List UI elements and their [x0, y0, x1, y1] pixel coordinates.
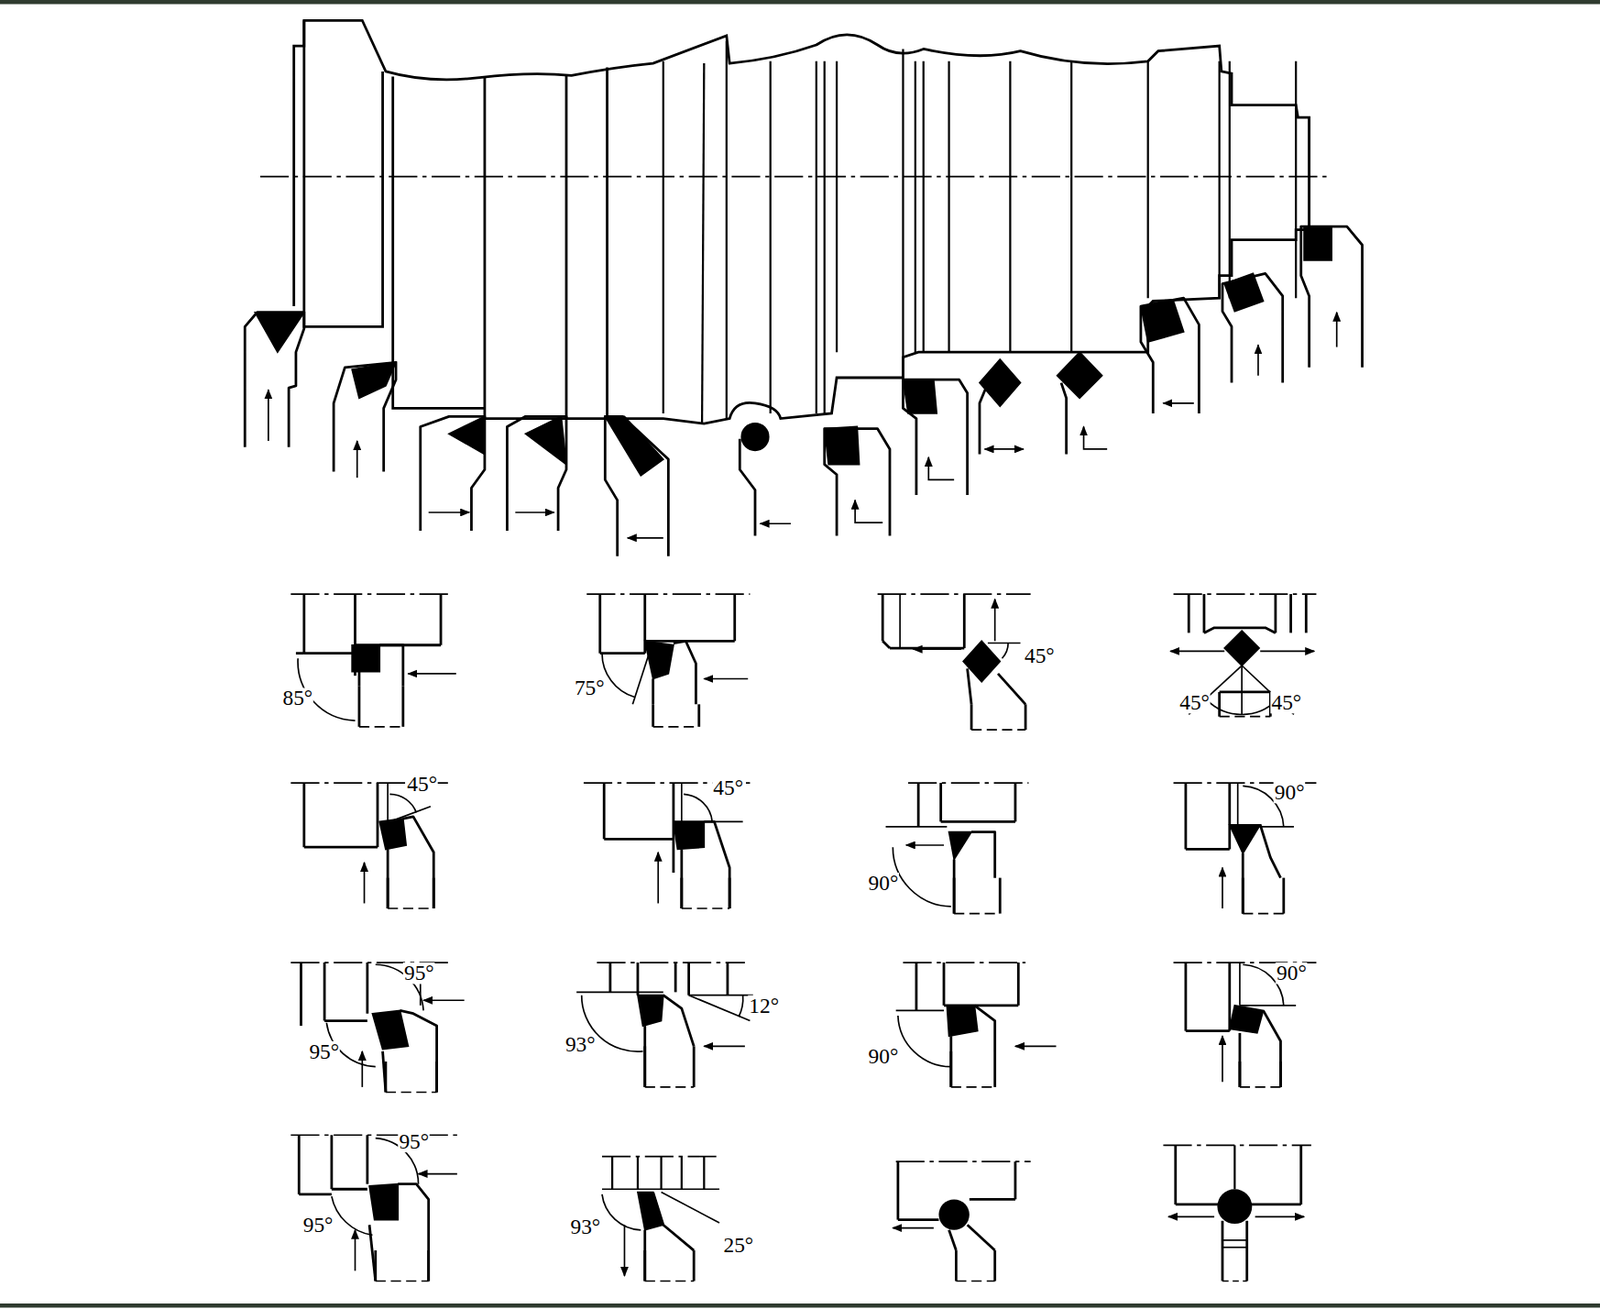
angle-label: 90°	[1275, 962, 1308, 984]
angle-label: 45°	[405, 773, 439, 795]
angle-label: 75°	[573, 677, 606, 699]
angle-label: 12°	[747, 995, 780, 1017]
angle-label: 85°	[281, 688, 314, 710]
angle-label: 93°	[564, 1033, 597, 1055]
angle-label: 90°	[866, 872, 899, 894]
angle-label: 45°	[1178, 691, 1211, 713]
angle-label: 45°	[1270, 691, 1303, 713]
angle-label: 95°	[307, 1041, 340, 1063]
angle-label: 90°	[866, 1045, 899, 1067]
angle-label: 90°	[1273, 781, 1306, 803]
angle-label: 95°	[403, 962, 436, 984]
angle-label: 95°	[302, 1214, 335, 1236]
angle-label: 45°	[712, 778, 745, 800]
angle-label: 95°	[397, 1130, 430, 1152]
angle-label: 45°	[1023, 645, 1056, 667]
angle-label: 25°	[722, 1234, 755, 1256]
angle-label: 93°	[569, 1216, 602, 1238]
